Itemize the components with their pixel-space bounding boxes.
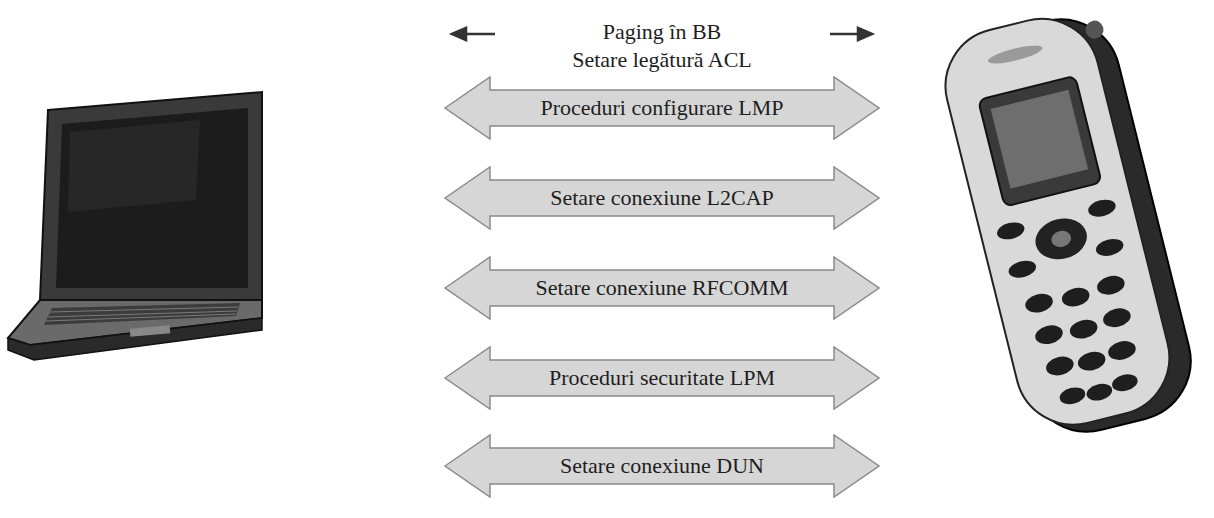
double-arrow-band: Setare conexiune RFCOMM bbox=[444, 256, 880, 320]
double-arrow-band: Setare conexiune DUN bbox=[444, 434, 880, 498]
step-text: Setare conexiune RFCOMM bbox=[536, 276, 789, 300]
step-label: Setare legătură ACL bbox=[572, 48, 752, 72]
double-arrow-band: Proceduri configurare LMP bbox=[444, 76, 880, 140]
laptop bbox=[8, 92, 262, 360]
step-text: Proceduri securitate LPM bbox=[549, 366, 775, 390]
double-arrow-band: Setare conexiune L2CAP bbox=[444, 166, 880, 230]
step-text: Setare conexiune L2CAP bbox=[550, 186, 774, 210]
double-arrow-band: Proceduri securitate LPM bbox=[444, 346, 880, 410]
step-text: Proceduri configurare LMP bbox=[540, 96, 783, 120]
step-text: Setare conexiune DUN bbox=[560, 454, 764, 478]
step-label: Paging în BB bbox=[603, 20, 722, 44]
mobile-phone bbox=[933, 2, 1203, 447]
